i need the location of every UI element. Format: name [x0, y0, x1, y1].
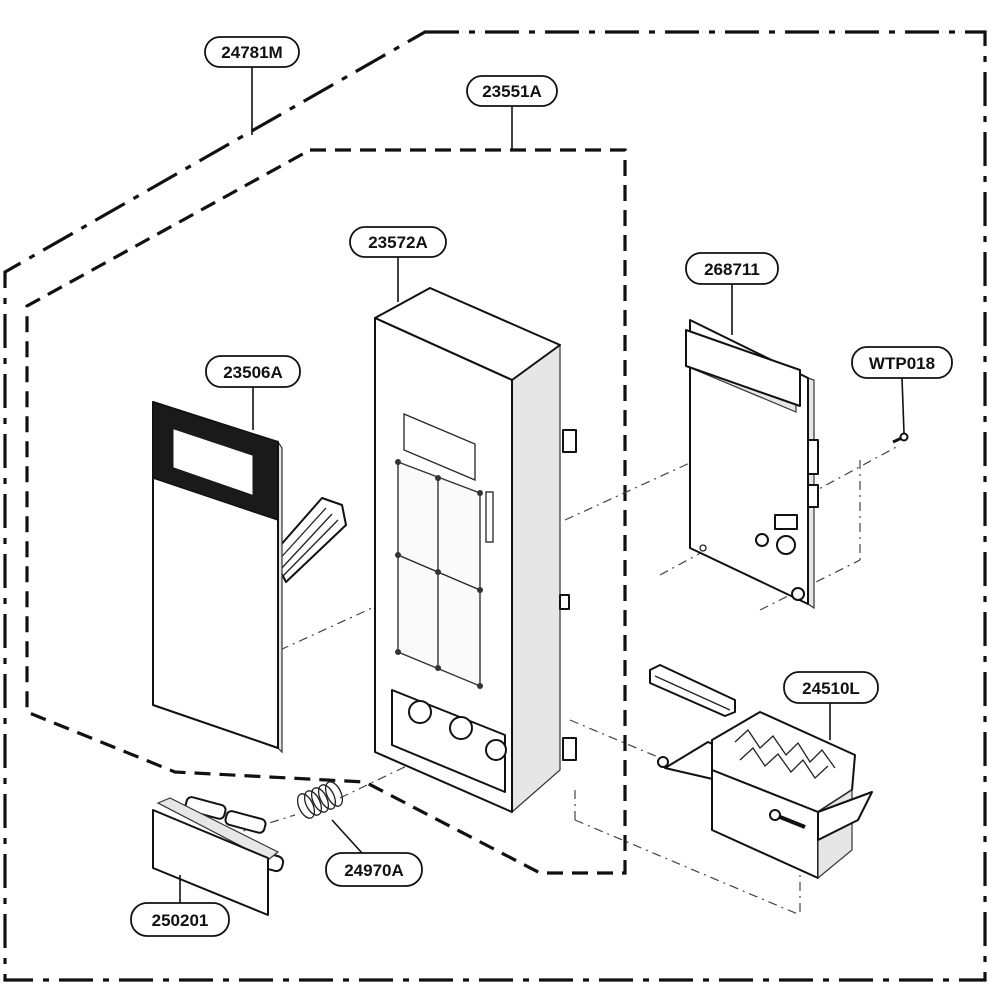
outer-assembly-boundary	[3, 30, 987, 982]
callout-pcb-assembly: 268711	[685, 252, 779, 285]
callout-label-spring: 24970A	[344, 861, 404, 880]
callout-label-inner-assembly: 23551A	[482, 82, 542, 101]
callout-label-screw: WTP018	[869, 354, 935, 373]
callout-spring: 24970A	[325, 852, 423, 887]
callout-screw: WTP018	[851, 346, 953, 379]
callout-membrane-switch: 23506A	[205, 355, 301, 388]
latch-lever	[649, 664, 873, 880]
spring	[296, 781, 344, 819]
callout-label-door-button: 250201	[152, 911, 209, 930]
callout-label-latch-lever: 24510L	[802, 679, 860, 698]
callout-inner-assembly: 23551A	[466, 75, 558, 107]
membrane-switch	[152, 400, 347, 754]
keypad-grid-nodes	[395, 459, 483, 689]
leader-lines	[179, 67, 905, 903]
callout-outer-assembly: 24781M	[204, 36, 300, 68]
callout-door-button: 250201	[130, 902, 230, 937]
callout-label-outer-assembly: 24781M	[221, 43, 282, 62]
pcb-assembly	[685, 319, 819, 610]
callout-latch-lever: 24510L	[783, 671, 879, 704]
callout-label-pcb-assembly: 268711	[704, 260, 760, 279]
door-button	[152, 796, 285, 916]
callout-control-panel-frame: 23572A	[349, 226, 447, 258]
callout-label-control-panel-frame: 23572A	[368, 233, 428, 252]
callout-label-membrane-switch: 23506A	[223, 363, 283, 382]
inner-assembly-boundary	[25, 148, 627, 875]
screw	[892, 432, 909, 444]
control-panel-frame	[374, 287, 577, 814]
